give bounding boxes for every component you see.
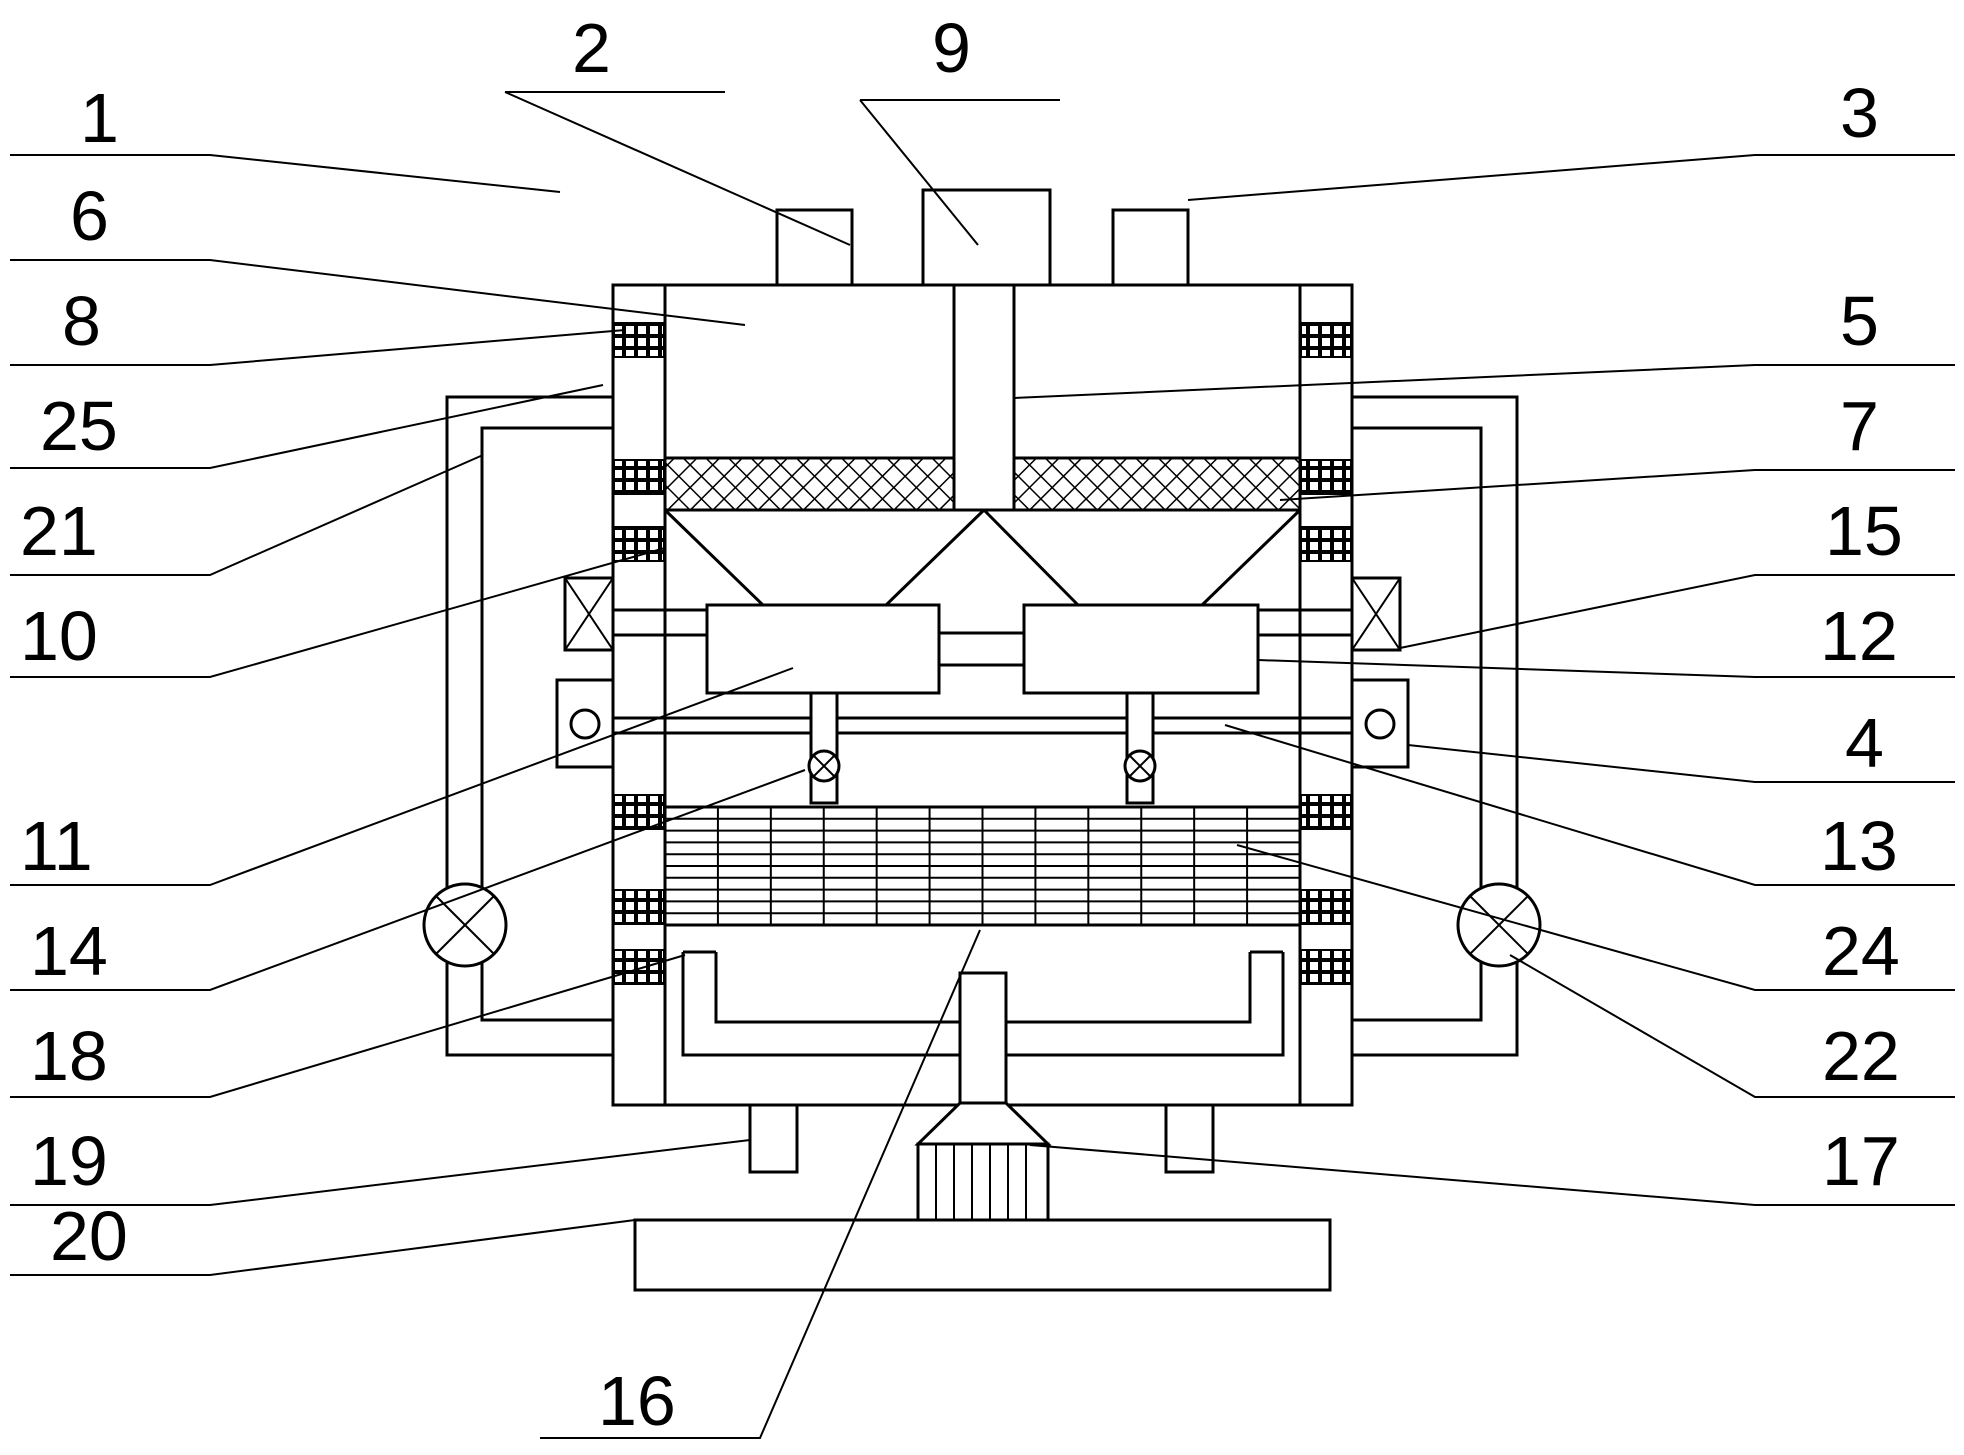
right-outer-pipe: [1300, 395, 1519, 1057]
outlet-motor: [914, 971, 1052, 1222]
hoppers: [663, 508, 1302, 609]
label-16: 16: [598, 1362, 676, 1440]
label-25: 25: [40, 387, 118, 465]
label-22: 22: [1822, 1017, 1900, 1095]
label-11: 11: [20, 807, 93, 885]
circulation-pumps: [422, 882, 1542, 968]
label-5: 5: [1840, 282, 1879, 360]
label-3: 3: [1840, 74, 1879, 152]
label-8: 8: [62, 282, 101, 360]
label-14: 14: [30, 912, 108, 990]
legs-base: [633, 1103, 1332, 1292]
label-10: 10: [20, 597, 98, 675]
label-1: 1: [80, 79, 119, 157]
label-15: 15: [1825, 492, 1903, 570]
top-inlets: [775, 188, 1190, 287]
label-20: 20: [50, 1197, 128, 1275]
center-shaft: [952, 283, 1016, 512]
label-18: 18: [30, 1017, 108, 1095]
drop-valves: [807, 691, 1157, 805]
leader-lines: [10, 91, 1955, 1439]
label-9: 9: [932, 9, 971, 87]
heat-exchanger: [663, 805, 1302, 927]
left-outer-pipe: [445, 395, 613, 1057]
label-4: 4: [1845, 704, 1884, 782]
tanks: [613, 603, 1352, 695]
side-x-boxes: [563, 576, 1402, 652]
label-24: 24: [1822, 912, 1900, 990]
label-12: 12: [1820, 597, 1898, 675]
side-pumps: [555, 678, 1410, 769]
label-2: 2: [572, 9, 611, 87]
label-6: 6: [70, 177, 109, 255]
label-21: 21: [20, 492, 98, 570]
label-17: 17: [1822, 1122, 1900, 1200]
label-19: 19: [30, 1122, 108, 1200]
label-7: 7: [1840, 387, 1879, 465]
part-labels: 1 2 9 3 6 8 5 25 7 21 15 10 12 4 11 13 1…: [20, 9, 1903, 1440]
label-13: 13: [1820, 807, 1898, 885]
